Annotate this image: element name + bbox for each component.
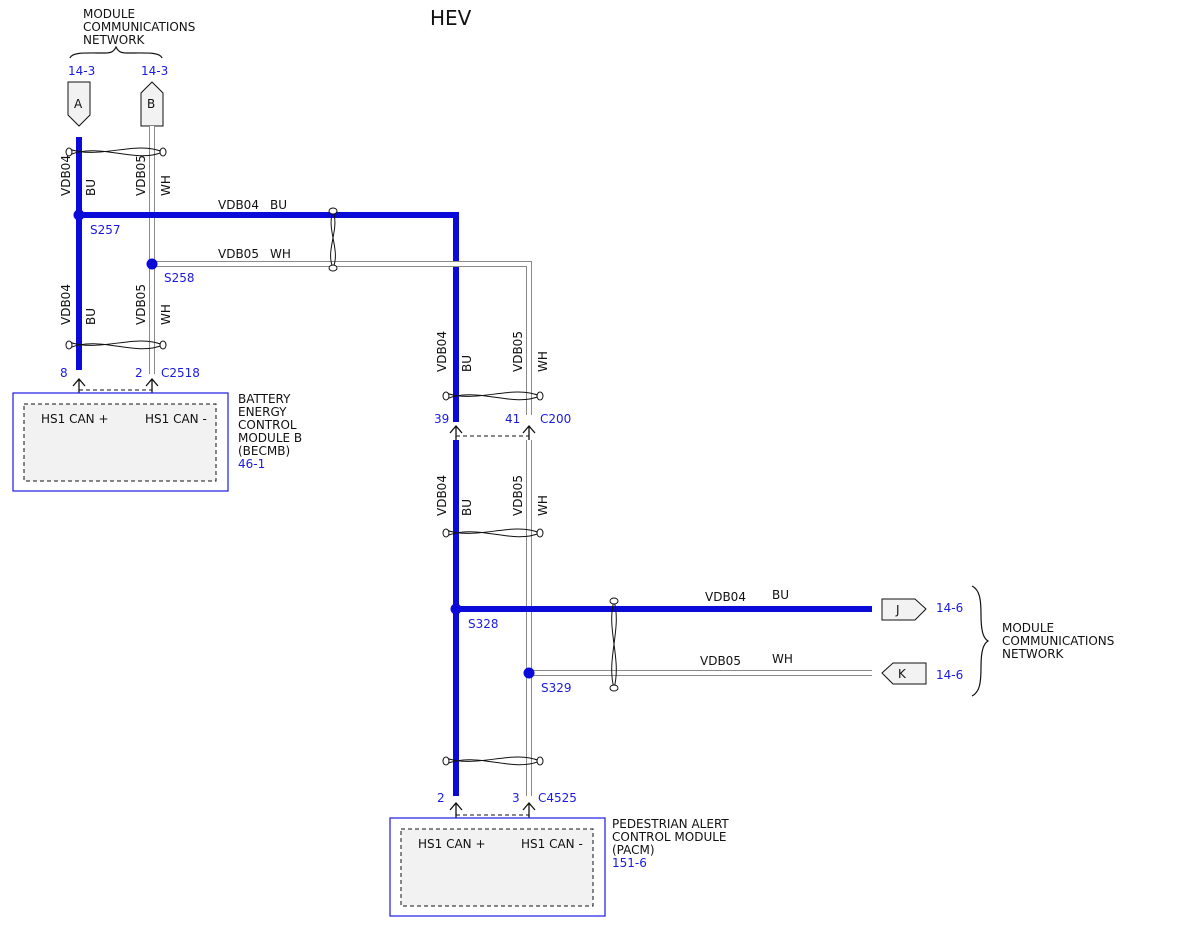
splice-s328 — [450, 603, 462, 615]
pacm-name-line-1: PEDESTRIAN ALERT — [612, 817, 729, 831]
twist-marker-right-bottom — [442, 756, 544, 766]
connector-c200-pin-high: 39 — [434, 412, 449, 426]
color-label-wh-to-k: WH — [772, 652, 793, 666]
connector-c2518-pin-high: 8 — [60, 366, 68, 380]
splice-s329-label: S329 — [541, 681, 572, 695]
diagram-title: HEV — [430, 6, 472, 30]
circuit-label-vdb05-left-bottom: VDB05 — [134, 284, 148, 325]
circuit-label-vdb05-horizontal: VDB05 — [218, 247, 259, 261]
circuit-label-vdb05-right-top: VDB05 — [511, 331, 525, 372]
pacm-name-line-3: (PACM) — [612, 843, 655, 857]
color-label-bu-right-mid: BU — [460, 499, 474, 516]
splice-s257 — [73, 209, 85, 221]
color-label-bu-to-j: BU — [772, 588, 789, 602]
color-label-bu-left-bottom: BU — [84, 308, 98, 325]
right-network-label: MODULE COMMUNICATIONS NETWORK — [1002, 621, 1114, 661]
connector-k-ref: 14-6 — [936, 668, 963, 682]
color-label-wh-horizontal: WH — [270, 247, 291, 261]
connector-b-letter: B — [147, 97, 155, 111]
becmb-name-line-1: BATTERY — [238, 392, 291, 406]
circuit-label-vdb04-left-top: VDB04 — [59, 155, 73, 196]
splice-s329 — [523, 667, 535, 679]
connector-j-letter: J — [895, 603, 900, 617]
becmb-name-line-4: MODULE B — [238, 431, 302, 445]
top-network-label-line-1: MODULE — [83, 7, 135, 21]
right-network-brace — [971, 585, 990, 697]
connector-a-letter: A — [74, 97, 83, 111]
right-network-label-line-1: MODULE — [1002, 621, 1054, 635]
circuit-label-vdb05-to-k: VDB05 — [700, 654, 741, 668]
circuit-label-vdb05-left-top: VDB05 — [134, 155, 148, 196]
connector-c4525-label: C4525 — [538, 791, 577, 805]
connector-c4525-pin-high: 2 — [437, 791, 445, 805]
circuit-label-vdb04-right-top: VDB04 — [435, 331, 449, 372]
color-label-bu-right-top: BU — [460, 355, 474, 372]
splice-s258-label: S258 — [164, 271, 195, 285]
connector-b-ref: 14-3 — [141, 64, 168, 78]
connector-c4525-pin-low: 3 — [512, 791, 520, 805]
wire-vdb05-horizontal — [152, 261, 532, 415]
pacm-pin-can-low-label: HS1 CAN - — [521, 837, 583, 851]
becmb-pin-can-high-label: HS1 CAN + — [41, 412, 109, 426]
circuit-label-vdb04-to-j: VDB04 — [705, 590, 746, 604]
circuit-label-vdb04-right-mid: VDB04 — [435, 475, 449, 516]
module-becmb: HS1 CAN + HS1 CAN - — [12, 392, 229, 492]
circuit-label-vdb04-left-bottom: VDB04 — [59, 284, 73, 325]
twist-marker-left-top — [65, 147, 167, 157]
splice-s257-label: S257 — [90, 223, 121, 237]
right-network-label-line-2: COMMUNICATIONS — [1002, 634, 1114, 648]
module-pacm-name: PEDESTRIAN ALERT CONTROL MODULE (PACM) 1… — [612, 817, 729, 870]
top-network-brace — [69, 45, 163, 59]
top-network-label: MODULE COMMUNICATIONS NETWORK — [83, 7, 195, 47]
becmb-name-line-3: CONTROL — [238, 418, 297, 432]
twist-marker-left-bottom — [65, 340, 167, 350]
connector-c200: 39 41 C200 — [434, 412, 571, 440]
connector-a-flag: A — [67, 81, 91, 127]
pacm-name-line-2: CONTROL MODULE — [612, 830, 727, 844]
twist-marker-horizontal-top — [328, 207, 338, 272]
connector-a-ref: 14-3 — [68, 64, 95, 78]
connector-c200-label: C200 — [540, 412, 571, 426]
becmb-name-line-2: ENERGY — [238, 405, 287, 419]
connector-j-flag: J — [881, 598, 927, 621]
color-label-bu-left-top: BU — [84, 179, 98, 196]
right-network-label-line-3: NETWORK — [1002, 647, 1065, 661]
connector-c200-pin-low: 41 — [505, 412, 520, 426]
pacm-ref: 151-6 — [612, 856, 647, 870]
connector-c2518-label: C2518 — [161, 366, 200, 380]
wire-vdb04-horizontal — [79, 212, 459, 415]
top-network-label-line-3: NETWORK — [83, 33, 146, 47]
pacm-pin-can-high-label: HS1 CAN + — [418, 837, 486, 851]
color-label-wh-left-bottom: WH — [159, 304, 173, 325]
twist-marker-right-mid — [442, 528, 544, 538]
connector-b-flag: B — [140, 81, 164, 127]
splice-s328-label: S328 — [468, 617, 499, 631]
connector-j-ref: 14-6 — [936, 601, 963, 615]
splice-s258 — [146, 258, 158, 270]
becmb-name-line-5: (BECMB) — [238, 444, 290, 458]
circuit-label-vdb04-horizontal: VDB04 — [218, 198, 259, 212]
module-pacm: HS1 CAN + HS1 CAN - — [389, 817, 606, 917]
color-label-wh-right-mid: WH — [536, 495, 550, 516]
becmb-pin-can-low-label: HS1 CAN - — [145, 412, 207, 426]
twist-marker-right-c200 — [442, 391, 544, 401]
becmb-ref: 46-1 — [238, 457, 265, 471]
connector-k-flag: K — [881, 662, 927, 685]
connector-k-letter: K — [898, 667, 907, 681]
color-label-bu-horizontal: BU — [270, 198, 287, 212]
twist-marker-horizontal-bottom — [609, 597, 619, 692]
connector-c2518: 8 2 C2518 — [60, 366, 200, 404]
top-network-label-line-2: COMMUNICATIONS — [83, 20, 195, 34]
circuit-label-vdb05-right-mid: VDB05 — [511, 475, 525, 516]
color-label-wh-right-top: WH — [536, 351, 550, 372]
connector-c2518-pin-low: 2 — [135, 366, 143, 380]
module-becmb-name: BATTERY ENERGY CONTROL MODULE B (BECMB) … — [238, 392, 302, 471]
color-label-wh-left-top: WH — [159, 175, 173, 196]
